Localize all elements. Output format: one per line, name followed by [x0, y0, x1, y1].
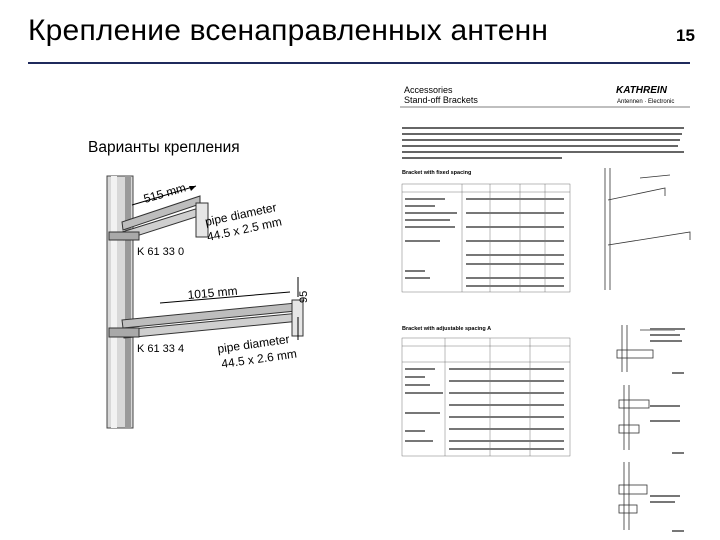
table2 — [401, 337, 571, 457]
intro-text — [402, 127, 684, 159]
table1-text — [405, 198, 564, 287]
lower-offset: 95 — [298, 291, 310, 303]
brand-tagline: Antennen · Electronic — [617, 99, 674, 105]
page-number: 15 — [676, 26, 695, 45]
figure-notes — [650, 328, 685, 532]
section2-heading: Bracket with adjustable spacing A — [402, 326, 491, 332]
section1-heading: Bracket with fixed spacing — [402, 170, 471, 176]
subtitle: Варианты крепления — [88, 139, 240, 156]
figure2 — [616, 325, 675, 372]
lower-model: K 61 33 4 — [137, 343, 184, 355]
slide-title: Крепление всенаправленных антенн — [28, 14, 549, 47]
lower-length: 1015 mm — [187, 284, 238, 302]
figure1 — [604, 168, 691, 290]
datasheet-heading2: Stand-off Brackets — [404, 95, 478, 105]
figure3 — [618, 385, 650, 450]
lower-bracket — [108, 277, 304, 340]
table2-text — [405, 368, 564, 450]
title-rule — [28, 62, 690, 64]
figure4 — [618, 462, 648, 530]
table1 — [401, 183, 571, 293]
datasheet-heading1: Accessories — [404, 85, 453, 95]
brand-logo: KATHREIN — [616, 85, 668, 96]
upper-model: K 61 33 0 — [137, 246, 184, 258]
upper-bracket — [108, 185, 209, 241]
